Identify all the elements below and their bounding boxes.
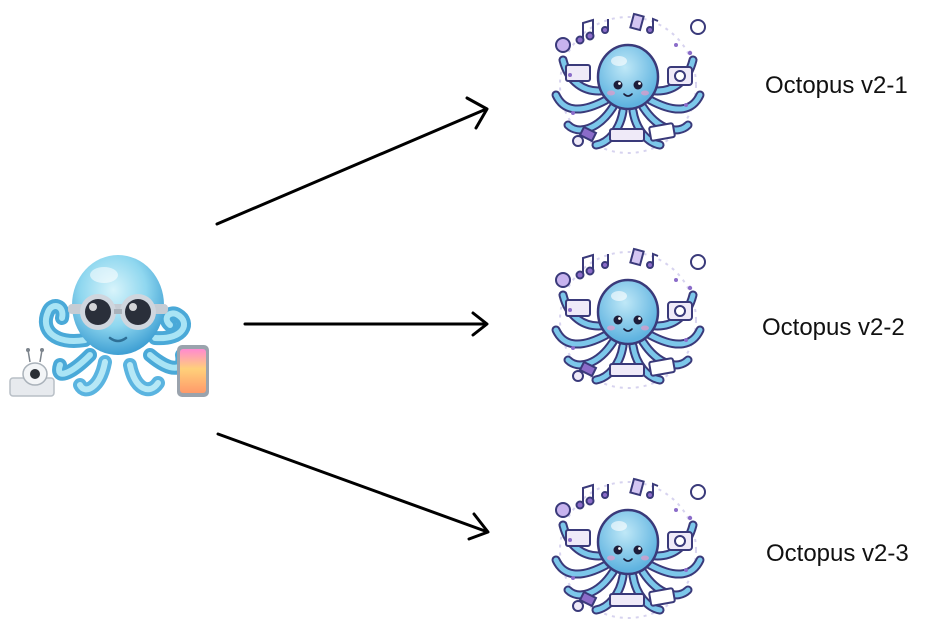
label-octopus-v2-2: Octopus v2-2 (762, 314, 905, 341)
source-octopus-icon (9, 255, 209, 397)
octopus-v2-2-icon (556, 249, 705, 388)
octopus-v2-3-icon (556, 479, 705, 618)
robot-icon (9, 348, 55, 397)
label-octopus-v2-1: Octopus v2-1 (765, 72, 908, 99)
arrow-to-v2-3 (216, 432, 490, 541)
arrow-to-v2-2 (243, 311, 489, 337)
octopus-v2-1-icon (556, 14, 705, 153)
arrow-to-v2-1 (215, 96, 489, 226)
phone-icon (177, 345, 209, 397)
label-octopus-v2-3: Octopus v2-3 (766, 540, 909, 567)
